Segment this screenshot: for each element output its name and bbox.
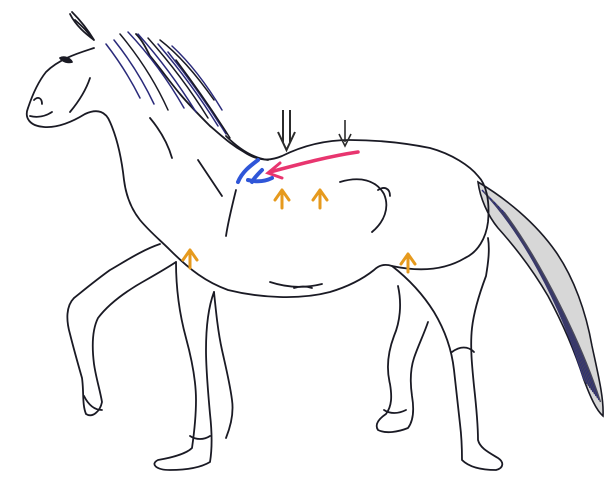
eye <box>60 57 72 62</box>
mane-strand <box>148 38 208 118</box>
horse-outline <box>27 12 502 470</box>
shoulder-line <box>198 160 222 196</box>
flank-line <box>340 179 386 232</box>
pressure-arrow-single <box>339 120 351 146</box>
belly-line <box>270 282 322 287</box>
mane <box>106 32 230 138</box>
mane-strand <box>158 44 218 126</box>
far-foreleg <box>214 292 233 438</box>
body-outline <box>27 34 489 297</box>
mouth <box>30 112 52 117</box>
girth-line <box>294 287 312 289</box>
ear-inner <box>75 20 92 38</box>
lift-arrow <box>313 190 327 208</box>
jaw <box>70 78 90 112</box>
lift-arrows <box>183 190 415 272</box>
foreleg-raised <box>67 244 176 415</box>
bridge-mark <box>238 160 272 182</box>
tail <box>478 182 603 416</box>
pressure-arrow-double <box>278 110 295 150</box>
shoulder-line-2 <box>226 190 236 236</box>
tail-shape <box>478 182 603 416</box>
nostril <box>34 98 42 104</box>
lift-arrow <box>275 190 289 208</box>
back-line <box>226 136 268 160</box>
neck-line <box>150 118 172 158</box>
